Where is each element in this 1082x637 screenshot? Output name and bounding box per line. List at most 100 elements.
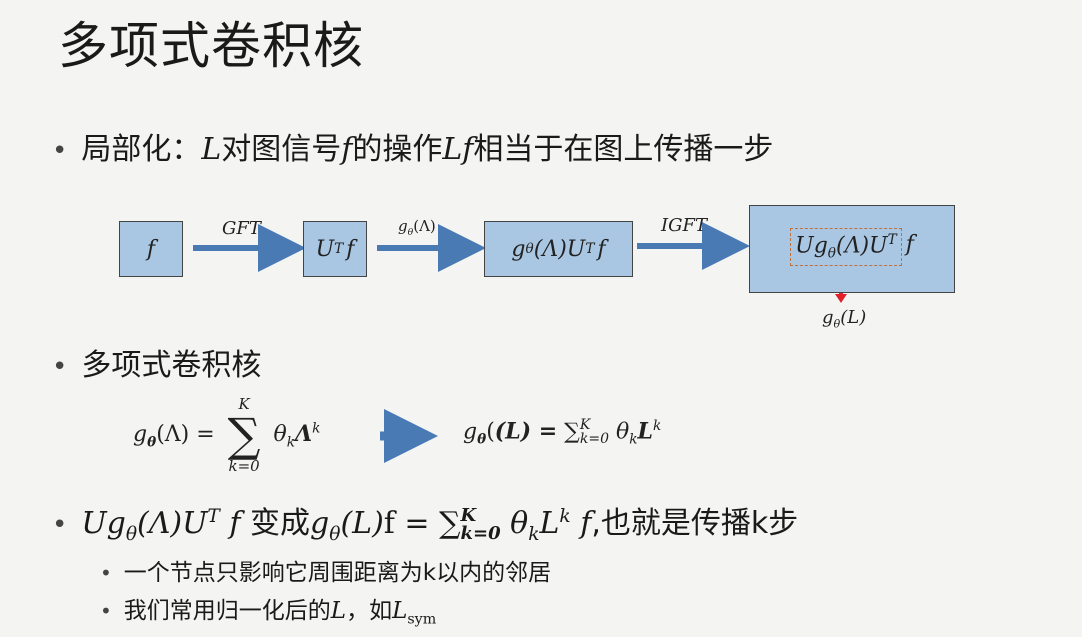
s2-L: L bbox=[330, 598, 347, 624]
fl-g: g bbox=[133, 422, 148, 447]
bullet-dot: • bbox=[52, 510, 68, 540]
b1-text-c: 的操作 bbox=[352, 132, 443, 167]
b1-text-d: 相当于在图上传播一步 bbox=[473, 132, 774, 167]
fr-sum: ∑ bbox=[564, 419, 580, 445]
bullet-dot: • bbox=[52, 352, 68, 382]
label-gL-tail: (L) bbox=[840, 307, 867, 328]
b1-L: L bbox=[201, 132, 222, 167]
s2-text-b: ，如 bbox=[346, 598, 393, 624]
subbullet-normalized: •我们常用归一化后的L，如Lsym bbox=[100, 591, 436, 628]
b3-sum-sub: k=0 bbox=[460, 523, 501, 544]
box-f-text: f bbox=[146, 236, 156, 262]
box-big-mid: (Λ)U bbox=[835, 233, 888, 259]
s2-Lsym: L bbox=[392, 598, 408, 624]
bullet-dot: • bbox=[100, 561, 112, 585]
fr-theta-sub: k bbox=[629, 431, 638, 448]
bullet-dot: • bbox=[100, 599, 112, 623]
b3-theta: θ bbox=[510, 506, 529, 541]
b3-gL-tail: (L) bbox=[340, 506, 384, 541]
b3-L-sup: k bbox=[559, 506, 571, 527]
label-igft: IGFT bbox=[661, 215, 707, 236]
fl-theta: θ bbox=[273, 422, 287, 447]
box-g-tail: (Λ)U bbox=[533, 236, 586, 262]
box-g-sub: θ bbox=[525, 241, 534, 257]
b3-Ug: Ug bbox=[81, 506, 126, 541]
b3-sum-sup: K bbox=[460, 505, 477, 526]
fr-sub: θ bbox=[477, 431, 487, 448]
box-utf-sup: T bbox=[334, 241, 344, 257]
fr-sum-sub: k=0 bbox=[579, 431, 610, 448]
b3-sup: T bbox=[207, 506, 220, 527]
box-output-expression: Ugθ(Λ)UT bbox=[790, 228, 902, 266]
s1-text: 一个节点只影响它周围距离为k以内的邻居 bbox=[123, 560, 552, 586]
b3-expr-a: Ugθ(Λ)UT f bbox=[81, 506, 241, 545]
b3-f2: f bbox=[580, 506, 592, 541]
b1-text-b: 对图信号 bbox=[221, 132, 342, 167]
b3-sub: θ bbox=[125, 524, 138, 545]
fl-lambda: Λ bbox=[295, 421, 313, 447]
bullet-localization: • 局部化：L对图信号f的操作Lf相当于在图上传播一步 bbox=[52, 124, 773, 168]
b3-mid: (Λ)U bbox=[137, 506, 208, 541]
b3-theta-sub: k bbox=[528, 524, 540, 545]
box-utf-U: U bbox=[315, 236, 335, 262]
fr-g: g bbox=[463, 419, 478, 445]
label-g-sub: θ bbox=[407, 227, 414, 238]
s2-text-a: 我们常用归一化后的 bbox=[123, 598, 331, 624]
b1-Lf: Lf bbox=[442, 132, 474, 167]
box-big-sub: θ bbox=[827, 245, 836, 262]
label-g-theta-L: gθ(L) bbox=[822, 307, 866, 331]
box-utf-f: f bbox=[346, 236, 355, 262]
b3-text-c: ,也就是传播k步 bbox=[591, 506, 799, 541]
fl-sum: K ∑ k=0 bbox=[228, 396, 261, 474]
fl-sub: θ bbox=[147, 434, 157, 451]
b3-expr-b: gθ(L) bbox=[310, 506, 384, 545]
fr-L-sup: k bbox=[653, 418, 662, 434]
s2-sym: sym bbox=[407, 611, 437, 628]
fl-arg: (Λ) = bbox=[156, 422, 215, 447]
box-g-sup: T bbox=[585, 241, 595, 257]
fl-sum-sym: ∑ bbox=[227, 408, 261, 462]
b1-f: f bbox=[341, 132, 353, 167]
fl-theta-sub: k bbox=[286, 434, 296, 451]
subbullet-neighbors: • 一个节点只影响它周围距离为k以内的邻居 bbox=[100, 553, 551, 587]
fr-arg: (L) = bbox=[494, 418, 558, 445]
label-gL-g: g bbox=[822, 307, 834, 328]
fr-arg-open: ( bbox=[486, 419, 495, 445]
label-g-theta-lambda: gθ(Λ) bbox=[398, 217, 436, 238]
b3-f: f bbox=[229, 506, 241, 541]
bullet-dot: • bbox=[52, 136, 68, 166]
box-big-f: f bbox=[905, 232, 914, 257]
b3-text-b: f = bbox=[383, 506, 430, 541]
box-g-f: f bbox=[597, 236, 606, 262]
label-g-tail: (Λ) bbox=[413, 217, 436, 235]
fl-lambda-sup: k bbox=[312, 420, 321, 437]
label-g: g bbox=[398, 217, 408, 235]
b3-sum-sym: ∑ bbox=[439, 506, 461, 541]
label-gL-sub: θ bbox=[833, 317, 841, 331]
fr-L: L bbox=[637, 418, 653, 445]
b3-L: L bbox=[539, 506, 560, 541]
box-big-sup: T bbox=[887, 232, 897, 248]
fr-sum-sup: K bbox=[579, 417, 591, 434]
b3-g-sub: θ bbox=[329, 524, 341, 545]
fl-sum-top: K bbox=[238, 395, 250, 413]
fl-sum-bottom: k=0 bbox=[228, 457, 260, 475]
b3-g: g bbox=[310, 506, 330, 541]
label-gft: GFT bbox=[222, 218, 261, 239]
b3-text-a: 变成 bbox=[250, 506, 311, 541]
box-g-g: g bbox=[511, 236, 526, 262]
page-title: 多项式卷积核 bbox=[58, 17, 364, 75]
fr-theta: θ bbox=[616, 419, 630, 445]
b2-text: 多项式卷积核 bbox=[81, 348, 262, 383]
bullet-polynomial-kernel: • 多项式卷积核 bbox=[52, 340, 261, 384]
box-signal-f: f bbox=[119, 221, 183, 277]
formula-spectral: gθ(Λ) = K ∑ k=0 θkΛk bbox=[133, 396, 320, 474]
box-big-pre: Ug bbox=[795, 233, 828, 259]
b1-text-a: 局部化： bbox=[81, 132, 202, 167]
